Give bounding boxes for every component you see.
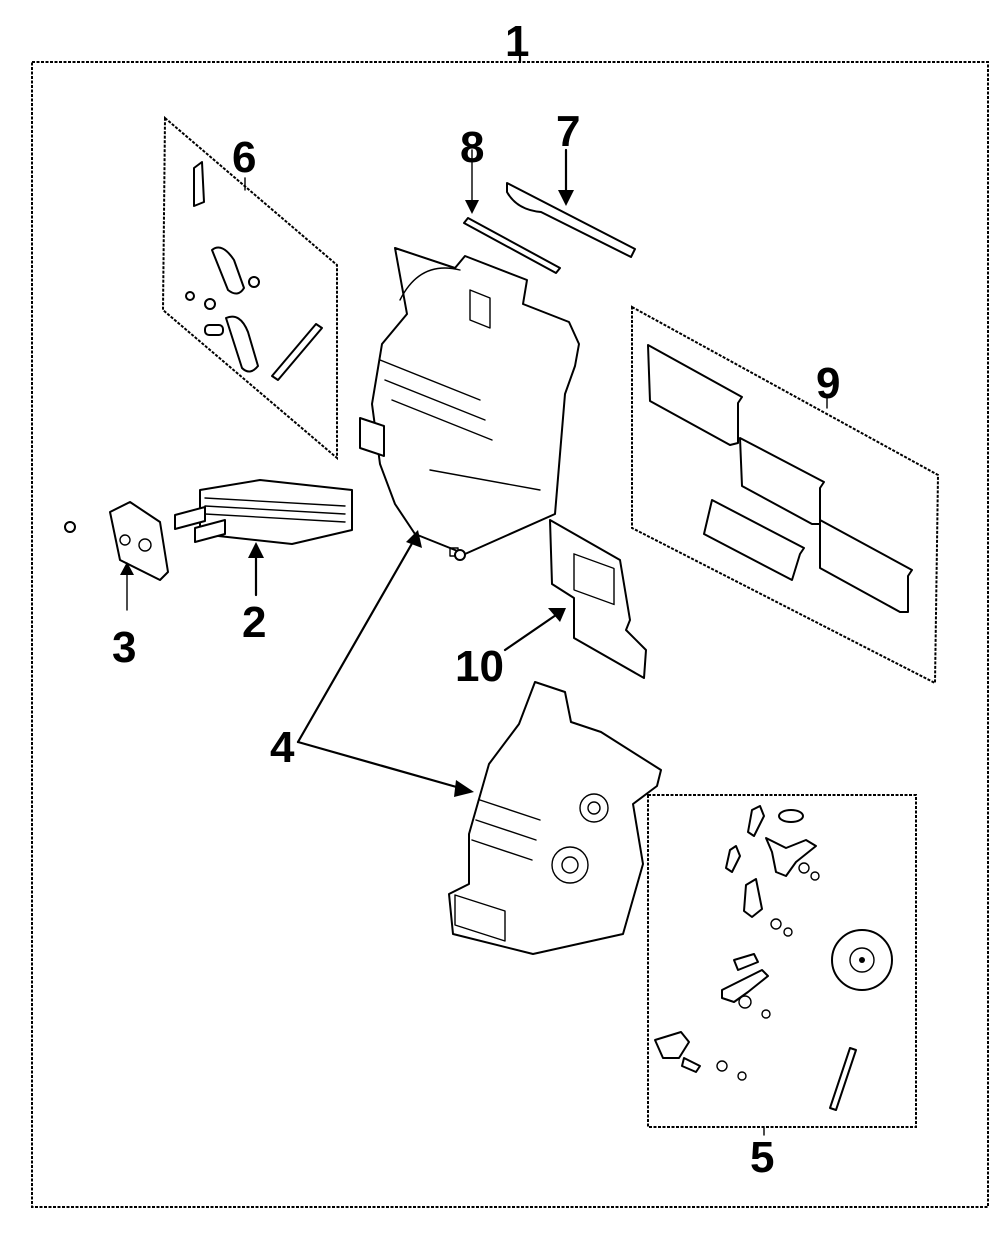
- callout-2[interactable]: 2: [242, 598, 266, 647]
- seal-strip-7: [506, 148, 636, 258]
- callout-3[interactable]: 3: [112, 623, 136, 672]
- callout-6[interactable]: 6: [232, 133, 256, 182]
- callout-10[interactable]: 10: [455, 642, 504, 691]
- kit-panel-9: [631, 305, 940, 685]
- callout-8[interactable]: 8: [460, 123, 484, 172]
- assembly-frame: [31, 54, 989, 1208]
- kit-panel-5: [647, 794, 917, 1136]
- kit-panel-6: [161, 115, 338, 461]
- callout-4-leaders: [296, 530, 474, 797]
- callout-1[interactable]: 1: [505, 17, 529, 66]
- callout-4[interactable]: 4: [270, 723, 295, 772]
- callout-5[interactable]: 5: [750, 1133, 774, 1182]
- heater-core-bracket-3: [64, 501, 169, 611]
- callout-7[interactable]: 7: [556, 107, 580, 156]
- callout-9[interactable]: 9: [816, 359, 840, 408]
- fastener: [454, 549, 466, 561]
- gasket-strip-8: [463, 149, 561, 274]
- heater-core-2: [174, 479, 353, 597]
- upper-case-half: [359, 247, 580, 557]
- mode-door-10: [503, 519, 647, 679]
- lower-case-half: [448, 681, 662, 955]
